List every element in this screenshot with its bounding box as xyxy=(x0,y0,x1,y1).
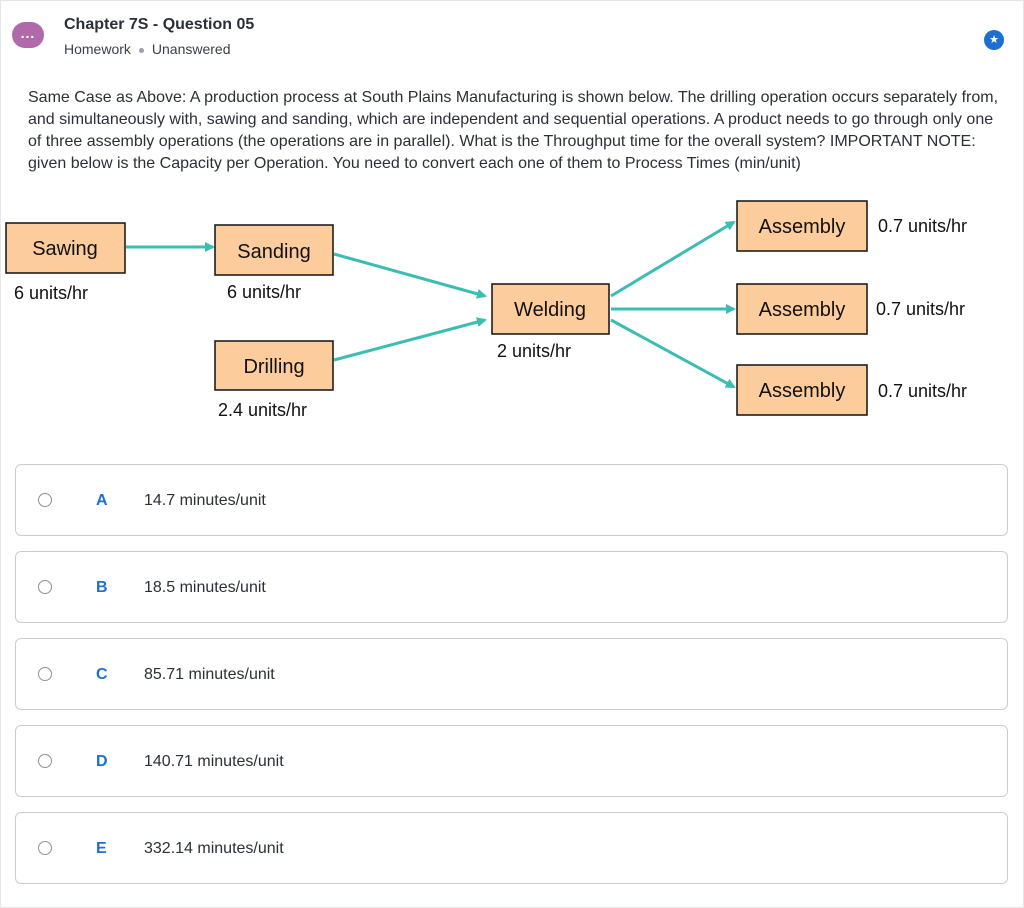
assembly1-box xyxy=(736,200,868,252)
arrow-sanding-welding xyxy=(333,252,487,299)
welding-box xyxy=(491,283,610,335)
option-letter: D xyxy=(96,753,108,770)
assembly1-label: Assembly xyxy=(759,216,846,238)
sawing-box xyxy=(5,222,126,274)
radio-button[interactable] xyxy=(38,667,52,681)
assembly3-box xyxy=(736,364,868,416)
arrow-welding-assembly1 xyxy=(610,220,736,298)
assembly2-rate: 0.7 units/hr xyxy=(876,299,965,319)
status-label: Unanswered xyxy=(151,41,231,57)
question-text: Same Case as Above: A production process… xyxy=(28,89,999,172)
option-text: 18.5 minutes/unit xyxy=(144,579,266,596)
drilling-label: Drilling xyxy=(243,356,304,378)
welding-label: Welding xyxy=(514,299,586,321)
option-letter: B xyxy=(96,579,108,596)
option-text: 14.7 minutes/unit xyxy=(144,492,266,509)
drilling-box xyxy=(214,340,334,391)
assembly2-box xyxy=(736,283,868,335)
sawing-rate: 6 units/hr xyxy=(14,283,88,303)
sanding-label: Sanding xyxy=(237,241,310,263)
arrow-drilling-welding xyxy=(333,317,487,362)
option-text: 85.71 minutes/unit xyxy=(144,666,275,683)
sanding-rate: 6 units/hr xyxy=(227,282,301,302)
answer-option-e[interactable]: E 332.14 minutes/unit xyxy=(15,812,1008,884)
category-label: Homework xyxy=(64,41,131,57)
radio-button[interactable] xyxy=(38,580,52,594)
option-text: 332.14 minutes/unit xyxy=(144,840,284,857)
option-text: 140.71 minutes/unit xyxy=(144,753,284,770)
answer-option-d[interactable]: D 140.71 minutes/unit xyxy=(15,725,1008,797)
assembly1-rate: 0.7 units/hr xyxy=(878,216,967,236)
answer-option-c[interactable]: C 85.71 minutes/unit xyxy=(15,638,1008,710)
assembly2-label: Assembly xyxy=(759,299,846,321)
separator-dot-icon xyxy=(138,47,144,53)
sawing-label: Sawing xyxy=(32,238,98,260)
radio-button[interactable] xyxy=(38,841,52,855)
option-letter: A xyxy=(96,492,108,509)
answer-option-b[interactable]: B 18.5 minutes/unit xyxy=(15,551,1008,623)
answer-option-a[interactable]: A 14.7 minutes/unit xyxy=(15,464,1008,536)
question-meta: Homework Unanswered xyxy=(64,41,231,57)
question-title: Chapter 7S - Question 05 xyxy=(64,16,255,33)
option-letter: E xyxy=(96,840,107,857)
star-icon[interactable]: ★ xyxy=(984,30,1004,50)
assembly3-rate: 0.7 units/hr xyxy=(878,381,967,401)
drilling-rate: 2.4 units/hr xyxy=(218,400,307,420)
process-diagram: Sawing 6 units/hr Sanding 6 units/hr Dri… xyxy=(5,200,967,420)
radio-button[interactable] xyxy=(38,754,52,768)
more-options-icon[interactable]: ... xyxy=(12,22,44,48)
option-letter: C xyxy=(96,666,108,683)
radio-button[interactable] xyxy=(38,493,52,507)
welding-rate: 2 units/hr xyxy=(497,341,571,361)
assembly3-label: Assembly xyxy=(759,380,846,402)
sanding-box xyxy=(214,224,334,276)
arrow-welding-assembly3 xyxy=(610,318,736,389)
